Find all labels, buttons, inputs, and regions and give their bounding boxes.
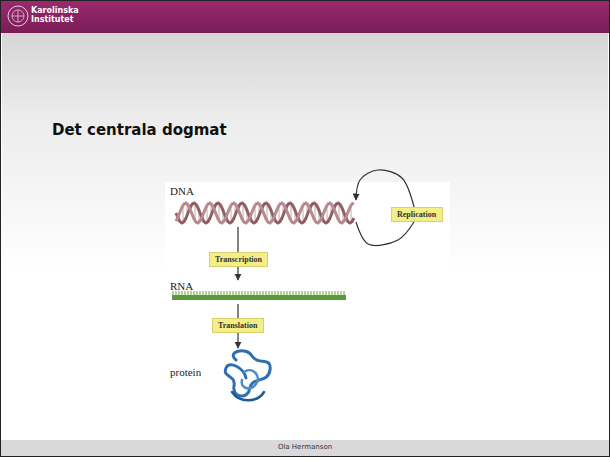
- dna-helix: [176, 203, 354, 223]
- molecule-label: protein: [170, 366, 278, 378]
- dna-region: DNA: [170, 185, 356, 227]
- logo-text: Karolinska Institutet: [31, 7, 93, 25]
- flow-arrow: [356, 222, 414, 246]
- flow-arrow: [237, 304, 238, 318]
- molecule-label: RNA: [170, 280, 348, 292]
- protein-figure: [225, 351, 270, 401]
- figure-ground: [165, 182, 450, 412]
- process-label: Replication: [397, 210, 437, 219]
- header-bar: [0, 0, 610, 33]
- flow-arrow: [237, 227, 238, 252]
- footer-bar: [0, 440, 610, 456]
- process-box: Replication: [391, 207, 443, 222]
- protein-region: protein: [170, 348, 278, 406]
- process-label: Transcription: [215, 255, 262, 264]
- slide-title: Det centrala dogmat: [52, 121, 227, 139]
- process-label: Translation: [218, 321, 258, 330]
- flow-arrow: [237, 267, 238, 280]
- rna-strand: [172, 291, 346, 300]
- molecule-label: DNA: [170, 185, 356, 197]
- process-box: Transcription: [209, 252, 268, 267]
- rna-region: RNA: [170, 280, 348, 304]
- footer-author: Ola Hermanson: [0, 443, 610, 451]
- flow-arrow: [237, 333, 238, 348]
- flow-arrow: [356, 170, 414, 207]
- process-box: Translation: [212, 318, 264, 333]
- logo-emblem: [8, 6, 28, 26]
